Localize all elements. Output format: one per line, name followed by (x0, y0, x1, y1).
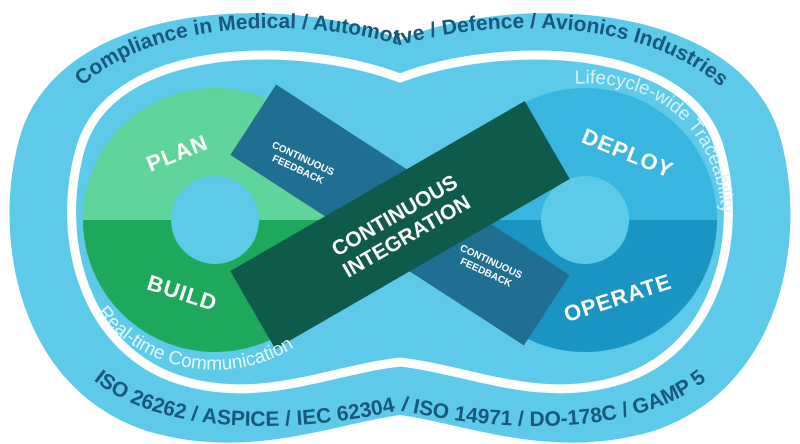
white-ring (67, 50, 733, 394)
ci-band: CONTINUOUS INTEGRATION (230, 101, 570, 349)
